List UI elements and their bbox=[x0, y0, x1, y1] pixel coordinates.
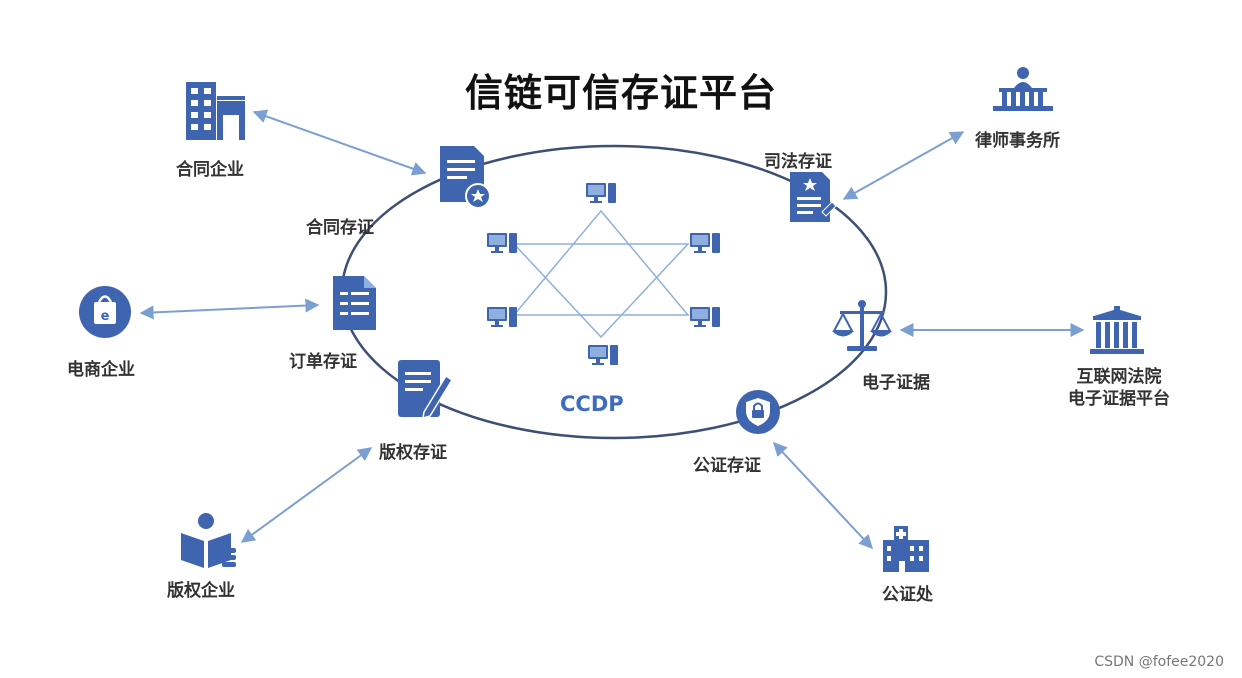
label-ecommerce-company: 电商企业 bbox=[67, 360, 135, 380]
office-building-icon bbox=[186, 82, 245, 140]
arrow-lawfirm bbox=[842, 131, 965, 200]
label-notary-evidence: 公证存证 bbox=[693, 456, 761, 476]
arrow-contract bbox=[252, 109, 427, 176]
ccdp-label: CCDP bbox=[560, 392, 624, 416]
hospital-building-icon bbox=[883, 526, 929, 572]
certified-document-icon bbox=[790, 172, 837, 222]
page-title: 信链可信存证平台 bbox=[464, 71, 777, 115]
computer-node-icon bbox=[487, 233, 517, 253]
label-order-evidence: 订单存证 bbox=[289, 352, 357, 372]
computer-node-icon bbox=[690, 307, 720, 327]
label-copyright-evidence: 版权存证 bbox=[379, 443, 447, 463]
arrow-ecommerce bbox=[139, 298, 320, 320]
computer-node-icon bbox=[690, 233, 720, 253]
document-with-pen-icon bbox=[398, 360, 454, 420]
shopping-bag-icon: e bbox=[79, 286, 131, 338]
document-icon bbox=[333, 276, 376, 330]
label-internet-court-line1: 互联网法院 bbox=[1076, 367, 1162, 387]
shield-check-icon bbox=[736, 390, 780, 434]
computer-node-icon bbox=[588, 345, 618, 365]
reader-with-book-icon bbox=[181, 513, 236, 568]
label-law-firm: 律师事务所 bbox=[975, 131, 1060, 151]
label-electronic-evidence: 电子证据 bbox=[862, 373, 930, 393]
arrow-copyright bbox=[240, 447, 373, 543]
watermark: CSDN @fofee2020 bbox=[1094, 654, 1224, 670]
label-judicial-evidence: 司法存证 bbox=[764, 152, 832, 172]
document-with-badge-icon bbox=[440, 146, 491, 209]
law-firm-building-icon bbox=[993, 67, 1053, 111]
balance-scale-icon bbox=[832, 300, 892, 351]
label-internet-court-line2: 电子证据平台 bbox=[1068, 389, 1170, 409]
label-contract-evidence: 合同存证 bbox=[306, 218, 374, 238]
star-triangle-up bbox=[512, 209, 690, 316]
computer-node-icon bbox=[586, 183, 616, 203]
courthouse-icon bbox=[1090, 306, 1144, 354]
label-copyright-company: 版权企业 bbox=[167, 581, 235, 601]
star-triangle-down bbox=[512, 243, 690, 339]
label-contract-company: 合同企业 bbox=[176, 160, 244, 180]
computer-node-icon bbox=[487, 307, 517, 327]
label-internet-court: 互联网法院 电子证据平台 bbox=[1056, 366, 1182, 410]
svg-text:e: e bbox=[101, 309, 110, 324]
label-notary-office: 公证处 bbox=[882, 585, 933, 605]
arrow-notary bbox=[773, 441, 873, 550]
